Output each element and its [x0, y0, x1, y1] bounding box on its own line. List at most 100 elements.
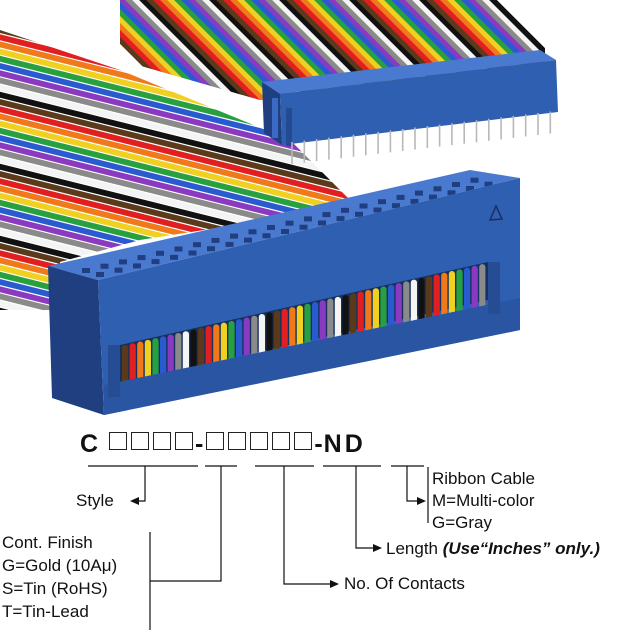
socket-hole: [281, 229, 289, 234]
wire-end: [410, 279, 417, 328]
placeholder-box: [175, 432, 194, 450]
ribbon-wire: [0, 269, 360, 310]
wire-end: [327, 298, 334, 347]
wire-end: [380, 286, 387, 335]
socket-hole: [470, 177, 479, 183]
socket-hole: [225, 241, 234, 247]
wire-end: [213, 324, 220, 373]
part-number-code: C --ND: [80, 429, 366, 459]
label-finish-tin: S=Tin (RoHS): [2, 579, 108, 598]
ribbon-wire: [443, 0, 545, 100]
placeholder-box: [272, 432, 291, 450]
wire-end: [274, 310, 281, 359]
label-ribbon-title: Ribbon Cable: [432, 469, 536, 488]
label-length-text: Length: [386, 539, 438, 558]
label-finish-tin-lead: T=Tin-Lead: [2, 602, 89, 621]
part-number-suffix: ND: [323, 430, 366, 458]
wire-end: [266, 312, 273, 361]
leader-style: [134, 466, 146, 502]
socket-hole: [244, 237, 252, 243]
part-number-prefix: C: [80, 430, 100, 458]
socket-hole: [156, 250, 164, 256]
socket-hole: [341, 207, 349, 213]
wire-end: [395, 283, 402, 332]
placeholder-box: [228, 432, 247, 450]
socket-hole: [355, 211, 363, 217]
ribbon-wire: [0, 283, 360, 310]
socket-hole: [211, 237, 220, 243]
part-number-separator: -: [314, 430, 324, 458]
socket-hole: [170, 254, 178, 260]
placeholder-box: [294, 432, 313, 450]
wire-end: [289, 307, 296, 356]
wire-end: [418, 277, 425, 326]
socket-hole: [114, 267, 123, 273]
label-length: Length (Use“Inches” only.): [386, 538, 600, 560]
label-finish-title: Cont. Finish: [2, 533, 93, 552]
wire-end: [471, 265, 478, 314]
wire-end: [448, 271, 455, 320]
wire-end: [220, 322, 227, 371]
wire-end: [426, 276, 433, 325]
wire-end: [456, 269, 463, 318]
socket-hole: [484, 181, 493, 187]
wire-end: [372, 288, 379, 337]
wire-end: [182, 331, 189, 380]
label-contacts: No. Of Contacts: [344, 574, 465, 593]
ribbon-wire: [0, 110, 360, 217]
socket-hole: [299, 224, 308, 230]
ribbon-wire: [0, 89, 360, 195]
wire-end: [258, 314, 265, 363]
socket-hole: [429, 194, 437, 200]
lower-connector: [48, 170, 520, 415]
socket-hole: [188, 250, 197, 256]
socket-hole: [452, 182, 460, 187]
part-number-separator: -: [195, 430, 205, 458]
socket-hole: [230, 233, 238, 239]
socket-hole: [392, 203, 400, 209]
socket-hole: [359, 203, 368, 209]
label-ribbon-multicolor: M=Multi-color: [432, 491, 535, 510]
placeholder-box: [153, 432, 172, 450]
placeholder-box: [131, 432, 150, 450]
ribbon-wire: [0, 60, 360, 167]
lower-connector-socket-holes: [82, 177, 493, 277]
ribbon-wire: [0, 96, 360, 203]
ribbon-wire: [0, 67, 360, 174]
socket-hole: [466, 186, 474, 191]
wire-end: [228, 320, 235, 369]
wire-end: [403, 281, 410, 330]
leader-contacts: [283, 466, 335, 585]
socket-hole: [137, 255, 146, 261]
socket-hole: [262, 233, 271, 239]
wire-end: [190, 329, 197, 378]
socket-hole: [96, 272, 104, 277]
ribbon-wire: [0, 261, 360, 310]
wire-end: [464, 267, 471, 316]
socket-hole: [378, 199, 386, 205]
wire-end: [296, 305, 303, 354]
wire-end: [198, 327, 205, 376]
polarization-triangle-icon: [488, 204, 504, 221]
ribbon-wire: [464, 0, 545, 100]
socket-hole: [410, 198, 419, 204]
placeholder-box: [206, 432, 225, 450]
socket-hole: [193, 242, 201, 248]
socket-hole: [151, 259, 160, 265]
wire-end: [251, 315, 258, 364]
wire-end: [334, 296, 341, 345]
ribbon-wire: [0, 445, 360, 545]
socket-hole: [415, 190, 423, 196]
upper-connector: [262, 50, 558, 164]
leader-finish: [150, 466, 222, 582]
ribbon-wire: [436, 0, 545, 100]
socket-hole: [119, 259, 127, 265]
diagram-leader-lines: [88, 465, 429, 630]
socket-hole: [433, 186, 442, 192]
socket-hole: [447, 190, 456, 196]
leader-length: [355, 466, 378, 549]
wire-end: [312, 302, 319, 350]
socket-hole: [82, 268, 90, 273]
placeholder-box: [109, 432, 128, 450]
